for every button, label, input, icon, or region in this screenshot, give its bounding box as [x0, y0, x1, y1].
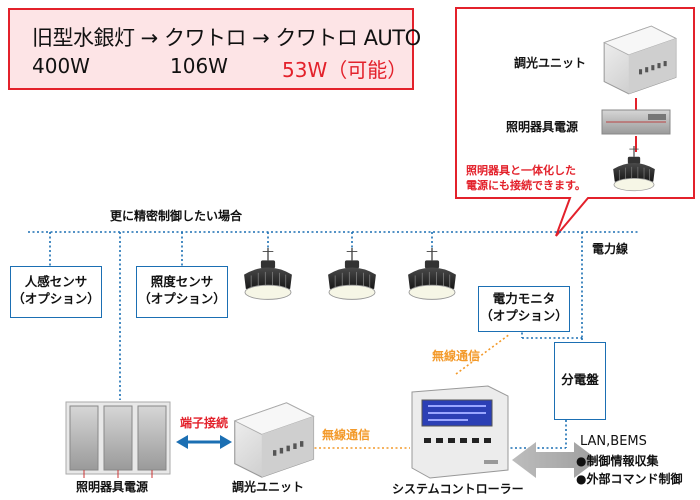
- headline-line1: 旧型水銀灯 → クワトロ → クワトロ AUTO: [32, 26, 421, 50]
- dimmer-unit-image: [234, 402, 315, 478]
- watt-auto: 53W（可能）: [282, 58, 408, 82]
- callout-power-label: 照明器具電源: [506, 120, 579, 134]
- lan-label: LAN,BEMS: [580, 434, 647, 449]
- bullet-info-collection: ●制御情報収集: [576, 454, 659, 468]
- lan-double-arrow: [512, 442, 598, 478]
- motion-sensor-name: 人感センサ: [24, 274, 88, 289]
- distribution-board-label: 分電盤: [561, 372, 599, 387]
- system-controller-label: システムコントローラー: [392, 482, 524, 496]
- power-monitor-option: （オプション）: [480, 308, 568, 323]
- power-line-label: 電力線: [592, 242, 629, 256]
- motion-sensor-box: 人感センサ （オプション）: [10, 266, 102, 318]
- fixture-power-supplies-image: [65, 401, 171, 478]
- terminal-connection-label: 端子接続: [180, 416, 229, 430]
- system-controller-image: [411, 385, 509, 479]
- callout-dimmer-label: 調光ユニット: [514, 56, 587, 70]
- light-sensor-name: 照度センサ: [150, 274, 214, 289]
- watt-quattro: 106W: [170, 54, 228, 78]
- fixture-power-label: 照明器具電源: [76, 480, 149, 494]
- lamp-1: [243, 248, 293, 301]
- light-sensor-option: （オプション）: [138, 291, 226, 306]
- power-monitor-box: 電力モニタ （オプション）: [478, 286, 570, 332]
- distribution-board-box: 分電盤: [554, 342, 606, 420]
- power-monitor-name: 電力モニタ: [492, 291, 556, 306]
- light-sensor-box: 照度センサ （オプション）: [136, 266, 228, 318]
- wireless-links: [310, 333, 511, 449]
- headline-box: 旧型水銀灯 → クワトロ → クワトロ AUTO 400W 106W 53W（可…: [8, 8, 421, 90]
- wireless-label-2: 無線通信: [322, 428, 371, 442]
- lamp-3: [407, 248, 457, 301]
- callout-note-line2: 電源にも接続できます。: [466, 179, 586, 192]
- finer-control-label: 更に精密制御したい場合: [110, 209, 243, 223]
- callout-power-supply-image: [601, 109, 671, 135]
- dimmer-unit-label: 調光ユニット: [232, 480, 305, 494]
- wireless-label-1: 無線通信: [432, 349, 481, 363]
- watt-old: 400W: [32, 54, 90, 78]
- terminal-connection-arrow: [176, 435, 232, 449]
- motion-sensor-option: （オプション）: [12, 291, 100, 306]
- bullet-external-command: ●外部コマンド制御: [576, 472, 683, 486]
- callout-note-line1: 照明器具と一体化した: [466, 164, 576, 177]
- lamp-2: [327, 248, 377, 301]
